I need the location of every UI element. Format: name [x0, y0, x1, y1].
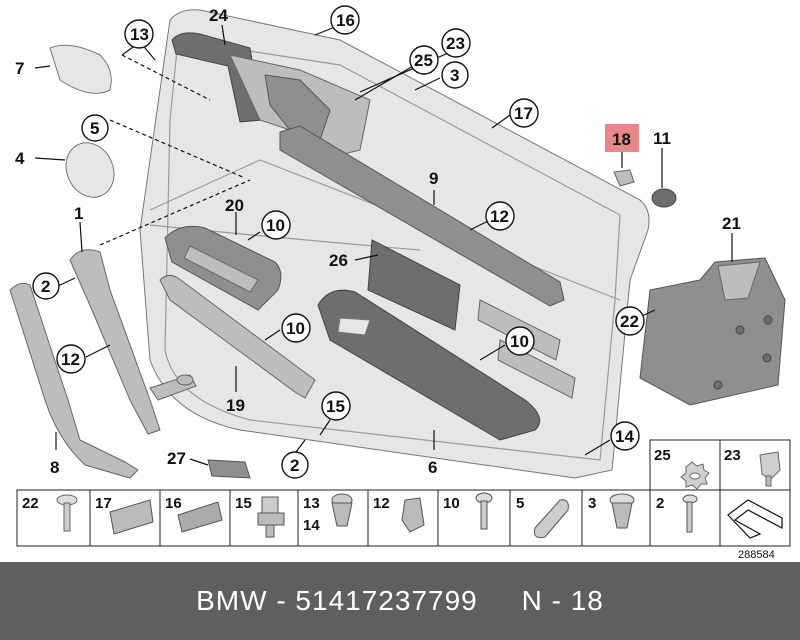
callout-circle-23	[441, 28, 471, 58]
handle-trim-cover	[9, 282, 139, 479]
clip-16-icon	[177, 501, 223, 533]
callout-18: 18	[612, 130, 631, 149]
callout-circle-2a	[32, 272, 60, 300]
callout-circle-3	[441, 61, 469, 89]
callout-circle-12a	[485, 201, 515, 231]
callout-3: 3	[450, 66, 459, 85]
grid-label-12: 12	[373, 495, 390, 512]
callout-21: 21	[722, 214, 741, 233]
callout-9: 9	[429, 169, 438, 188]
callout-14: 14	[615, 427, 634, 446]
reference-number: 288584	[738, 549, 775, 561]
grid-label-2: 2	[656, 495, 664, 512]
callout-26: 26	[329, 251, 348, 270]
callout-4: 4	[15, 149, 25, 168]
callout-17: 17	[514, 104, 533, 123]
door-handle-pocket	[171, 32, 371, 161]
callout-circle-14	[610, 421, 640, 451]
grid-label-23: 23	[724, 447, 741, 464]
callout-10a: 10	[266, 216, 285, 235]
callout-11: 11	[653, 129, 671, 148]
grid-label-13: 13	[303, 495, 320, 512]
screw-10-icon	[475, 492, 493, 530]
pull-handle	[69, 249, 197, 435]
grid-cell-10	[437, 489, 511, 547]
grid-label-25: 25	[654, 447, 671, 464]
callouts: 24 16 13 23 25 3 7 17 5 4 18 11 9 1 20 1…	[15, 5, 741, 479]
callout-circle-17	[509, 98, 539, 128]
clip-17-icon	[109, 499, 154, 535]
callout-12b: 12	[61, 350, 80, 369]
callout-circle-12b	[56, 344, 86, 374]
callout-12a: 12	[490, 207, 509, 226]
callout-24: 24	[209, 6, 228, 25]
clip-23-icon	[759, 451, 781, 487]
acoustic-panel	[367, 239, 461, 331]
callout-19: 19	[226, 396, 245, 415]
tweeter-cover	[49, 44, 112, 94]
screw-2-icon	[682, 494, 698, 533]
callout-10b: 10	[286, 319, 305, 338]
callout-circle-25	[409, 45, 439, 75]
callout-7: 7	[15, 59, 24, 78]
grid-cell-22	[16, 489, 91, 547]
grid-label-15: 15	[235, 495, 252, 512]
callout-5: 5	[90, 119, 99, 138]
cap-11	[651, 188, 677, 208]
callout-20: 20	[225, 196, 244, 215]
armrest-trim	[159, 274, 316, 399]
clip-12-icon	[401, 497, 425, 533]
callout-25: 25	[414, 51, 433, 70]
part-27	[207, 459, 251, 479]
callout-6: 6	[428, 458, 437, 477]
callout-2a: 2	[41, 277, 50, 296]
callout-circle-22a	[615, 306, 645, 336]
nut-3-icon	[609, 493, 635, 529]
callout-circle-10a	[261, 210, 291, 240]
star-washer-icon	[680, 461, 710, 490]
callout-highlight-18	[605, 124, 639, 152]
insulation-block	[639, 257, 786, 406]
callout-16: 16	[336, 11, 355, 30]
switch-panel	[164, 225, 282, 311]
grid-label-16: 16	[165, 495, 182, 512]
callout-15: 15	[326, 397, 345, 416]
callout-10c: 10	[510, 332, 529, 351]
part-number-caption: BMW - 51417237799 N - 18	[196, 585, 604, 616]
door-trim-exploded-view: 24 16 13 23 25 3 7 17 5 4 18 11 9 1 20 1…	[9, 5, 791, 561]
callout-circle-13	[124, 19, 154, 49]
callout-27: 27	[167, 449, 186, 468]
parts-grid: 25 23 22 17 16 15 13 14 12 10 5 3 2	[16, 439, 791, 561]
callout-circle-16	[330, 5, 360, 35]
grid-label-17: 17	[95, 495, 112, 512]
grid-label-14: 14	[303, 517, 320, 534]
callout-circle-15	[321, 391, 351, 421]
callout-22a: 22	[620, 312, 639, 331]
callout-1: 1	[74, 204, 83, 223]
speaker-grille	[65, 142, 115, 198]
callout-circle-5	[81, 114, 109, 142]
callout-circle-10b	[281, 313, 311, 343]
callout-8: 8	[50, 458, 59, 477]
clip-18	[613, 169, 635, 187]
callout-23: 23	[446, 34, 465, 53]
grid-cell-25	[649, 439, 721, 491]
callout-circle-2b	[281, 451, 309, 479]
clip-5-icon	[534, 499, 569, 539]
footer-bar: BMW - 51417237799 N - 18	[0, 562, 800, 640]
fastener-symbol-icon	[727, 499, 783, 539]
grid-label-10: 10	[443, 495, 460, 512]
clip-15-icon	[257, 496, 285, 538]
callout-circle-10c	[505, 326, 535, 356]
callout-2b: 2	[290, 456, 299, 475]
rivet-13-icon	[331, 493, 353, 527]
grid-label-5: 5	[516, 495, 524, 512]
callout-13: 13	[130, 25, 149, 44]
grid-label-22: 22	[22, 495, 39, 512]
grid-label-3: 3	[588, 495, 596, 512]
armrest-cover	[317, 289, 541, 441]
screw-22-icon	[56, 494, 78, 532]
trim-strip	[279, 125, 565, 307]
